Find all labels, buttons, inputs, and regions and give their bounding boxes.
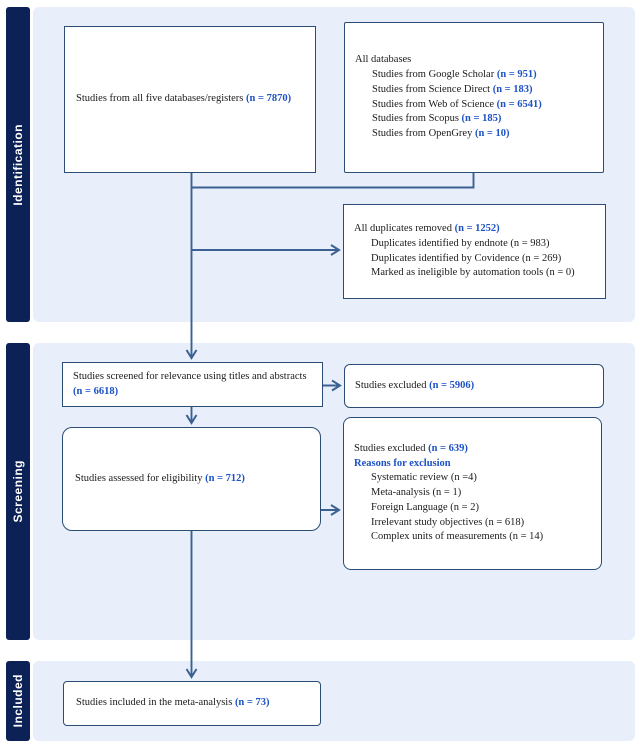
studies-excluded-eligibility-count: (n = 639) <box>428 443 468 455</box>
reasons-for-exclusion-label: Reasons for exclusion <box>354 457 451 469</box>
studies-excluded-eligibility-title: Studies excluded (n = 639) <box>354 443 468 455</box>
identification-stage-label: Identification <box>11 123 25 206</box>
exclusion-reason-meta-analysis: Meta-analysis (n = 1) <box>371 487 462 499</box>
database-item-scopus: Studies from Scopus (n = 185) <box>372 113 502 125</box>
all-databases-breakdown-box: All databases Studies from Google Schola… <box>344 22 604 173</box>
databases-total-count: (n = 7870) <box>246 93 292 105</box>
duplicates-item-automation: Marked as ineligible by automation tools… <box>371 267 575 279</box>
duplicates-item-endnote: Duplicates identified by endnote (n = 98… <box>371 237 550 249</box>
database-item-web-of-science: Studies from Web of Science (n = 6541) <box>372 98 542 110</box>
studies-screened-count: (n = 6618) <box>73 385 119 397</box>
studies-screened-text: Studies screened for relevance using tit… <box>73 370 307 397</box>
studies-assessed-eligibility-count: (n = 712) <box>205 472 245 484</box>
included-stage-label: Included <box>11 674 25 728</box>
included-stage-bar: Included <box>6 661 30 741</box>
database-item-science-direct: Studies from Science Direct (n = 183) <box>372 83 533 95</box>
studies-excluded-titles-box: Studies excluded (n = 5906) <box>344 364 604 408</box>
screening-stage-label: Screening <box>11 460 25 523</box>
duplicates-item-covidence: Duplicates identified by Covidence (n = … <box>371 252 562 264</box>
studies-screened-box: Studies screened for relevance using tit… <box>62 362 323 407</box>
studies-excluded-titles-count: (n = 5906) <box>429 379 475 391</box>
database-item-opengrey: Studies from OpenGrey (n = 10) <box>372 127 510 139</box>
duplicates-removed-count: (n = 1252) <box>454 223 500 235</box>
databases-total-text: Studies from all five databases/register… <box>76 93 292 105</box>
studies-assessed-eligibility-box: Studies assessed for eligibility (n = 71… <box>62 427 321 531</box>
database-item-google-scholar: Studies from Google Scholar (n = 951) <box>372 69 537 81</box>
studies-included-box: Studies included in the meta-analysis (n… <box>63 681 321 726</box>
studies-included-text: Studies included in the meta-analysis (n… <box>76 697 270 709</box>
identification-stage-bar: Identification <box>6 7 30 322</box>
studies-included-count: (n = 73) <box>234 697 270 709</box>
screening-stage-bar: Screening <box>6 343 30 640</box>
duplicates-removed-title: All duplicates removed (n = 1252) <box>354 223 500 235</box>
exclusion-reason-foreign-language: Foreign Language (n = 2) <box>371 501 479 513</box>
all-databases-title: All databases <box>355 54 412 66</box>
studies-excluded-titles-text: Studies excluded (n = 5906) <box>355 379 475 391</box>
studies-assessed-eligibility-text: Studies assessed for eligibility (n = 71… <box>75 472 245 484</box>
duplicates-removed-box: All duplicates removed (n = 1252) Duplic… <box>343 204 606 299</box>
exclusion-reason-irrelevant-objectives: Irrelevant study objectives (n = 618) <box>371 516 525 528</box>
databases-total-box: Studies from all five databases/register… <box>64 26 316 173</box>
exclusion-reason-complex-units: Complex units of measurements (n = 14) <box>371 531 544 543</box>
studies-excluded-eligibility-box: Studies excluded (n = 639) Reasons for e… <box>343 417 602 570</box>
exclusion-reason-systematic-review: Systematic review (n =4) <box>371 472 477 484</box>
